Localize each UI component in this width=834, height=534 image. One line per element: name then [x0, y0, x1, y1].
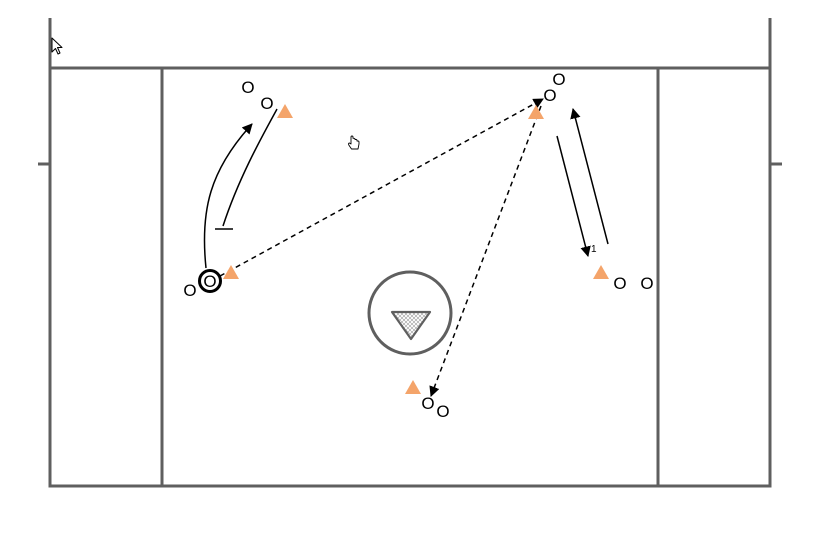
cones — [223, 104, 609, 394]
ball-carrier-label: O — [203, 272, 216, 291]
run-number-label: 1 — [591, 244, 597, 255]
cone-4 — [593, 265, 609, 279]
passes — [219, 98, 544, 397]
cut-down-run — [556, 135, 591, 258]
pass-line-to-bottom — [429, 105, 542, 397]
player-8[interactable]: O — [421, 394, 434, 413]
cone-1 — [277, 104, 293, 118]
cone-5 — [405, 380, 421, 394]
player-1[interactable]: O — [241, 78, 254, 97]
goal-crease — [367, 270, 453, 356]
screen-run-path — [222, 108, 278, 227]
player-7[interactable]: O — [183, 281, 196, 300]
goal-net-icon — [390, 310, 432, 341]
player-6[interactable]: O — [640, 274, 653, 293]
hand-cursor-icon — [348, 135, 360, 150]
player-4[interactable]: O — [543, 86, 556, 105]
field-lines — [38, 18, 782, 488]
player-5[interactable]: O — [613, 274, 626, 293]
pass-line-to-top-right — [219, 98, 544, 277]
player-3[interactable]: O — [552, 70, 565, 89]
cut-up-run — [570, 107, 609, 245]
field-boundary — [48, 66, 772, 488]
player-2[interactable]: O — [260, 94, 273, 113]
pointer-arrow-icon — [51, 37, 63, 55]
player-9[interactable]: O — [436, 402, 449, 421]
runs — [203, 107, 609, 269]
dodge-run-path — [203, 123, 253, 269]
ball-carrier[interactable]: O — [198, 269, 222, 293]
cone-3 — [223, 265, 239, 279]
cone-2 — [528, 105, 544, 119]
ball-carrier-ring — [198, 269, 222, 293]
